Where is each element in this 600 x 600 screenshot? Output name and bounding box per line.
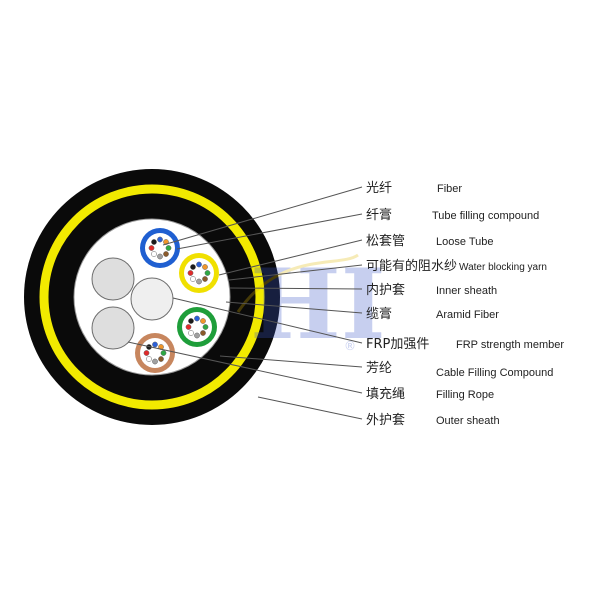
fiber bbox=[187, 270, 194, 276]
fiber bbox=[202, 276, 208, 282]
fiber bbox=[146, 356, 152, 362]
leader-cable-filling-compound bbox=[219, 355, 363, 368]
label-outer-sheath-en: Outer sheath bbox=[436, 415, 500, 427]
fiber bbox=[151, 251, 157, 257]
label-filling-rope-cn: 填充绳 bbox=[366, 386, 405, 402]
fiber bbox=[157, 236, 163, 243]
watermark-swoosh bbox=[236, 253, 359, 313]
fiber bbox=[158, 356, 164, 362]
label-inner-sheath-en: Inner sheath bbox=[436, 285, 497, 297]
loose-tube-green bbox=[177, 307, 217, 347]
fiber bbox=[188, 318, 194, 324]
fiber bbox=[190, 264, 196, 270]
loose-tube-brown bbox=[135, 333, 175, 373]
label-tube-filling-cn: 纤膏 bbox=[366, 207, 392, 223]
fiber bbox=[202, 324, 209, 330]
leader-aramid-fiber bbox=[225, 301, 363, 314]
fiber bbox=[148, 245, 155, 251]
label-outer-sheath-cn: 外护套 bbox=[366, 412, 405, 428]
loose-tube-blue bbox=[140, 228, 180, 268]
filling-rope-bottom bbox=[91, 306, 135, 350]
label-loose-tube-en: Loose Tube bbox=[436, 236, 494, 248]
leader-filling-rope bbox=[127, 341, 363, 394]
fiber bbox=[152, 341, 158, 348]
label-frp-cn: FRP加强件 bbox=[366, 337, 429, 352]
fiber bbox=[200, 330, 206, 336]
fiber-group bbox=[143, 341, 167, 365]
leader-inner-sheath bbox=[229, 287, 363, 290]
fiber bbox=[165, 245, 172, 251]
label-filling-rope-en: Filling Rope bbox=[436, 389, 494, 401]
label-aramid-en: Aramid Fiber bbox=[436, 309, 499, 321]
watermark-logo-text: HI bbox=[250, 248, 386, 361]
label-tube-filling-en: Tube filling compound bbox=[432, 210, 539, 222]
fiber bbox=[190, 276, 196, 282]
fiber bbox=[143, 350, 150, 356]
fiber bbox=[204, 270, 211, 276]
fiber bbox=[196, 261, 202, 268]
leader-loose-tube bbox=[218, 239, 363, 276]
cable-cross-section bbox=[24, 169, 280, 425]
fiber bbox=[157, 253, 163, 260]
labels: 光纤 Fiber 纤膏 Tube filling compound 松套管 Lo… bbox=[366, 181, 564, 428]
leader-outer-sheath bbox=[257, 396, 363, 420]
filling-rope-top bbox=[91, 257, 135, 301]
fiber bbox=[151, 239, 157, 245]
fiber bbox=[194, 315, 200, 322]
leader-frp bbox=[172, 297, 363, 344]
leader-fiber bbox=[162, 186, 363, 246]
fiber bbox=[160, 350, 167, 356]
frp-strength-member bbox=[130, 277, 174, 321]
label-loose-tube-cn: 松套管 bbox=[366, 233, 405, 249]
fiber bbox=[163, 251, 169, 257]
watermark-registered-mark: ® bbox=[344, 339, 356, 353]
yellow-band bbox=[39, 184, 265, 410]
fiber bbox=[185, 324, 192, 330]
label-frp-en: FRP strength member bbox=[456, 339, 564, 351]
leader-lines bbox=[127, 186, 363, 420]
watermark-logo: HI ® bbox=[236, 248, 386, 361]
leader-tube-filling-compound bbox=[176, 213, 363, 250]
fiber bbox=[196, 278, 202, 285]
fiber bbox=[152, 358, 158, 365]
fiber-group bbox=[185, 315, 209, 339]
label-inner-sheath-cn: 内护套 bbox=[366, 282, 405, 298]
inner-sheath-edge bbox=[73, 218, 231, 376]
fiber bbox=[202, 264, 208, 270]
label-cable-filling-en: Cable Filling Compound bbox=[436, 367, 553, 379]
label-water-yarn-cn: 可能有的阻水纱 bbox=[366, 258, 457, 274]
label-fiber-cn: 光纤 bbox=[366, 181, 392, 196]
leader-water-blocking-yarn bbox=[228, 264, 363, 281]
loose-tube-yellow bbox=[179, 253, 219, 293]
label-aramid-cn: 缆膏 bbox=[366, 306, 392, 322]
label-water-yarn-en: Water blocking yarn bbox=[459, 262, 547, 273]
fiber-group bbox=[187, 261, 211, 285]
fiber bbox=[200, 318, 206, 324]
label-cable-filling-cn: 芳纶 bbox=[366, 361, 392, 376]
fiber bbox=[194, 332, 200, 339]
fiber bbox=[188, 330, 194, 336]
label-fiber-en: Fiber bbox=[437, 183, 462, 195]
